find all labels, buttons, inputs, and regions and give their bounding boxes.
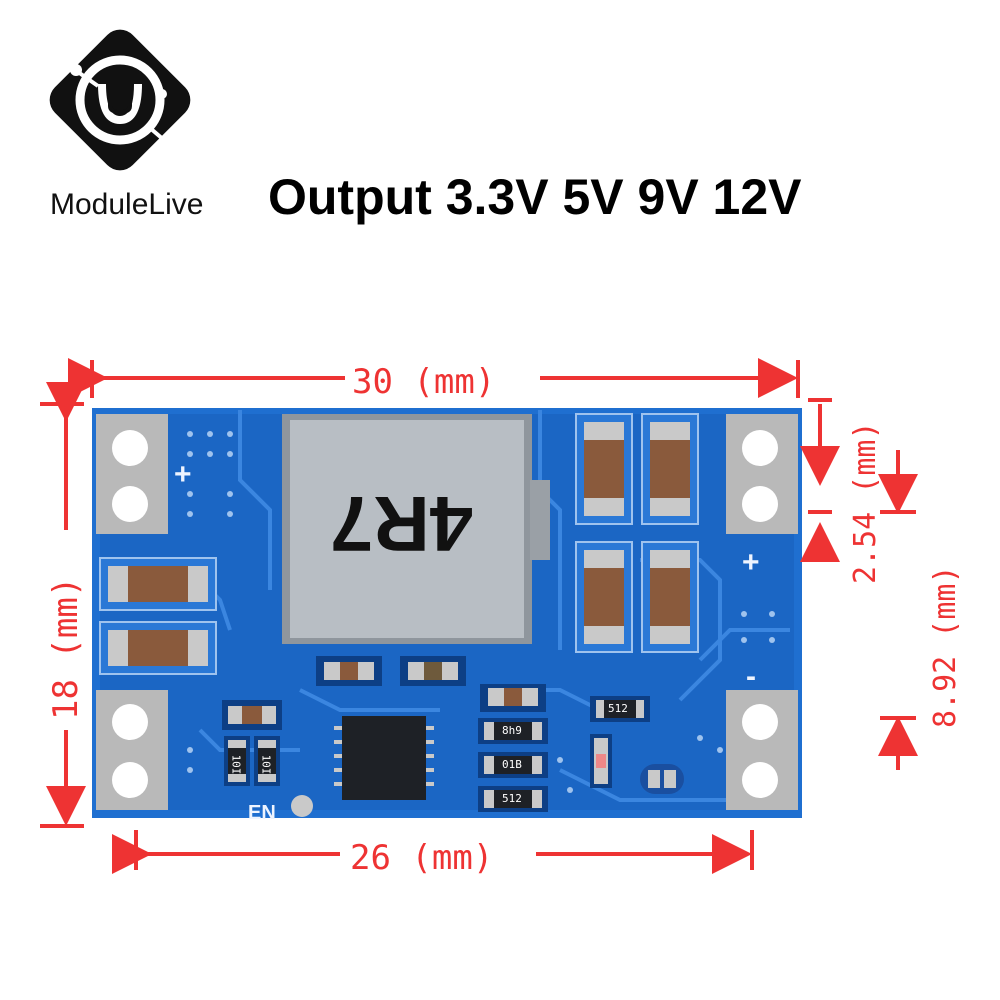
led xyxy=(590,734,612,788)
dimension-lines xyxy=(40,358,918,874)
resistor-mark-5: 10I xyxy=(229,754,243,775)
solder-jumper xyxy=(640,764,684,794)
right-top-pads xyxy=(726,414,798,534)
small-capacitors xyxy=(222,656,546,730)
left-top-pads xyxy=(96,414,168,534)
right-bottom-pads xyxy=(726,690,798,810)
brand-name-part2: Live xyxy=(148,188,204,221)
pcb-diagram xyxy=(40,358,918,874)
resistor-mark-6: 10I xyxy=(259,754,273,775)
right-capacitors xyxy=(575,413,699,653)
regulator-ic xyxy=(334,716,434,800)
left-capacitors xyxy=(99,557,217,675)
headline: Output 3.3V 5V 9V 12V xyxy=(268,169,802,225)
resistor-mark-4: 512 xyxy=(608,702,628,715)
dim-width-top: 30 (mm) xyxy=(352,362,496,402)
modulelive-logo-icon xyxy=(49,29,191,171)
resistor-mark-3: 512 xyxy=(502,792,522,805)
silk-plus-left: + xyxy=(174,458,192,491)
resistor-mark-2: 01B xyxy=(502,758,522,771)
dim-height-left: 18 (mm) xyxy=(46,576,86,720)
brand-name: ModuleLive xyxy=(50,188,203,222)
feedback-resistors xyxy=(224,736,280,786)
enable-label: EN xyxy=(248,802,276,824)
vias xyxy=(187,431,775,793)
silk-minus: - xyxy=(746,660,756,693)
inductor xyxy=(282,414,550,644)
brand-name-part1: Module xyxy=(50,188,149,221)
brand-logo: ModuleLive xyxy=(30,20,210,221)
dim-pin-pitch: 2.54 (mm) xyxy=(848,421,883,584)
resistor-mark-1: 8h9 xyxy=(502,724,522,737)
inductor-marking: 4R7 xyxy=(330,480,474,568)
enable-pad xyxy=(291,795,313,817)
dim-width-bottom: 26 (mm) xyxy=(350,838,494,878)
resistor-column xyxy=(478,696,650,812)
dim-pin-offset: 8.92 (mm) xyxy=(928,565,963,728)
silk-plus-right: + xyxy=(742,546,760,579)
left-bottom-pads xyxy=(96,690,168,810)
